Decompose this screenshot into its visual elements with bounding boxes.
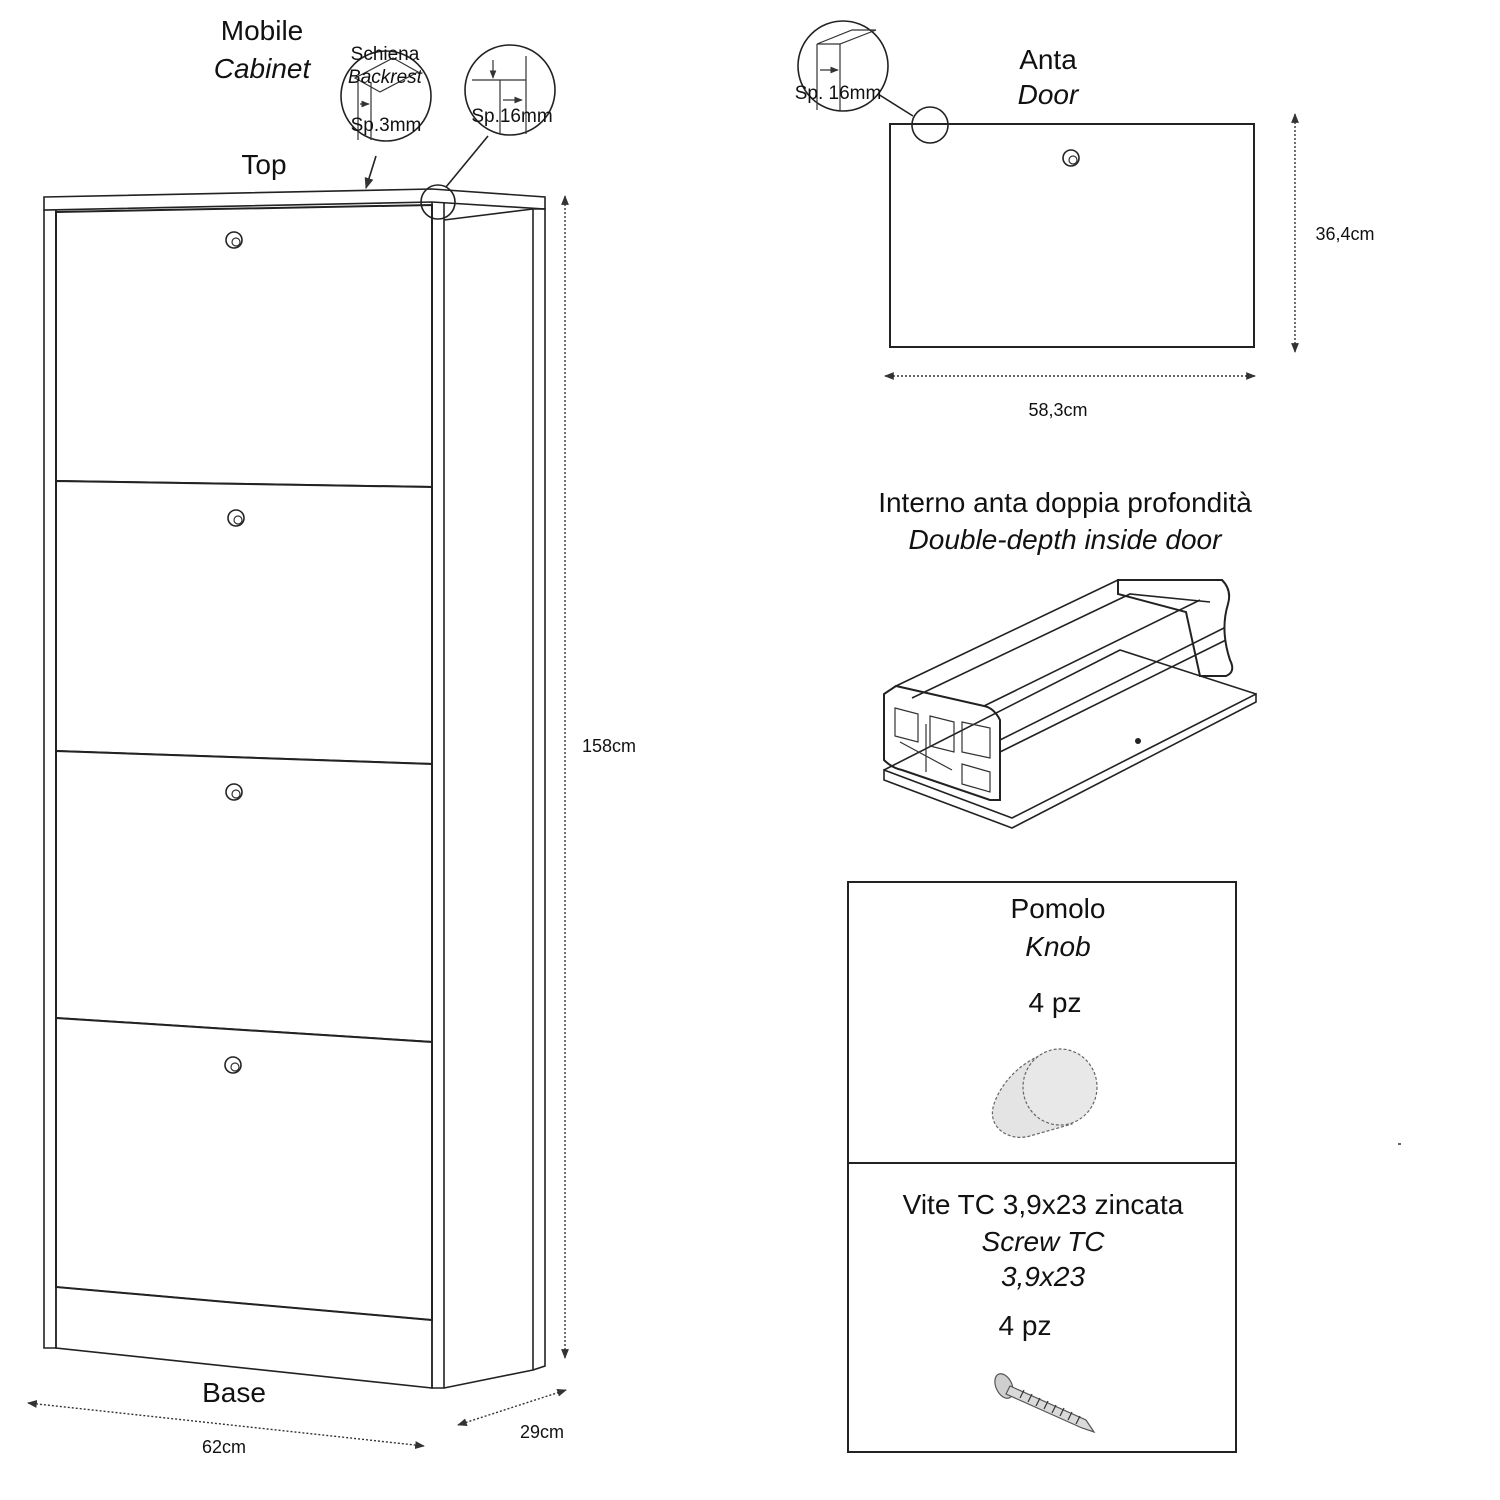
- inside-door-right-frame: [1117, 579, 1234, 677]
- door-detail-leader-line: [877, 93, 914, 117]
- inside-door-knob-hole: [1135, 738, 1141, 744]
- width-dimension-label: 62cm: [202, 1437, 246, 1457]
- cabinet-base-plinth: [55, 1286, 433, 1389]
- corner-detail-marker: [420, 184, 456, 220]
- knob-title-it: Pomolo: [1011, 893, 1106, 924]
- knob-icon: [1062, 149, 1080, 167]
- knob-icon: [225, 231, 243, 249]
- door-width-label: 58,3cm: [1028, 400, 1087, 420]
- detail-leader-line: [445, 135, 489, 188]
- door-panel: [889, 123, 1255, 348]
- door-height-label: 36,4cm: [1315, 224, 1374, 244]
- door-thickness-label: Sp. 16mm: [795, 83, 882, 104]
- inside-door-title-it: Interno anta doppia profondità: [878, 487, 1252, 518]
- door-panel-4: [55, 1016, 433, 1322]
- screw-title-en-line1: Screw TC: [982, 1226, 1106, 1257]
- cabinet-right-side-panel: [443, 208, 534, 1389]
- inside-door-base-plate: [883, 692, 1257, 829]
- knob-quantity: 4 pz: [1029, 987, 1082, 1018]
- door-title-it: Anta: [1019, 44, 1077, 75]
- knob-title-en: Knob: [1025, 931, 1090, 962]
- panel-detail-bubble: [464, 44, 556, 136]
- inside-door-top-rail: [895, 579, 1119, 687]
- knob-icon: [224, 1056, 242, 1074]
- backrest-leader-line: [364, 155, 377, 190]
- depth-dimension-label: 29cm: [520, 1422, 564, 1442]
- door-thickness-detail-bubble: [797, 20, 889, 112]
- knob-icon: [227, 509, 245, 527]
- screw-part-icon: [994, 1373, 1096, 1434]
- door-panel-1: [55, 203, 433, 489]
- inside-door-title-en: Double-depth inside door: [909, 524, 1224, 555]
- knob-icon: [225, 783, 243, 801]
- inside-door-upper-shelf: [911, 593, 1211, 699]
- inside-door-drawing: Interno anta doppia profondità Double-de…: [878, 487, 1257, 829]
- hardware-table-frame: [847, 881, 1237, 1453]
- cabinet-title-it: Mobile: [221, 15, 303, 46]
- screw-title-it: Vite TC 3,9x23 zincata: [903, 1189, 1184, 1220]
- backrest-label-it: Schiena: [351, 44, 420, 65]
- door-corner-detail-marker: [911, 106, 949, 144]
- inside-door-left-frame: [883, 684, 1001, 801]
- cabinet-left-side: [43, 210, 57, 1349]
- door-panel-3: [55, 749, 433, 1044]
- depth-dimension-line: [457, 1388, 567, 1427]
- screw-quantity: 4 pz: [999, 1310, 1052, 1341]
- inside-door-front-rail: [983, 599, 1201, 707]
- backrest-detail-bubble: [340, 50, 432, 190]
- backrest-label-en: Backrest: [348, 67, 423, 88]
- hardware-table: Pomolo Knob 4 pz Vite TC 3,9x23 zincata …: [847, 881, 1237, 1453]
- cabinet-drawing: Mobile Cabinet Schiena Backrest Sp.3mm S…: [27, 15, 636, 1457]
- cabinet-back-edge: [532, 208, 546, 1371]
- cabinet-right-side-edge: [431, 202, 445, 1389]
- knob-part-icon: [991, 1048, 1098, 1138]
- inside-door-base-edge: [883, 649, 1257, 771]
- door-drawing: Sp. 16mm Anta Door 36,4cm 58,3cm: [795, 20, 1375, 420]
- cabinet-title-en: Cabinet: [214, 53, 312, 84]
- door-panel-2: [55, 479, 433, 766]
- door-title-en: Door: [1018, 79, 1080, 110]
- height-dimension-label: 158cm: [582, 736, 636, 756]
- top-label: Top: [241, 149, 286, 180]
- backrest-thickness-label: Sp.3mm: [351, 115, 422, 136]
- inside-door-middle-rail: [999, 627, 1225, 741]
- base-label: Base: [202, 1377, 266, 1408]
- panel-thickness-label: Sp.16mm: [471, 106, 552, 127]
- inside-door-lower-rail: [999, 639, 1227, 753]
- screw-title-en-line2: 3,9x23: [1001, 1261, 1085, 1292]
